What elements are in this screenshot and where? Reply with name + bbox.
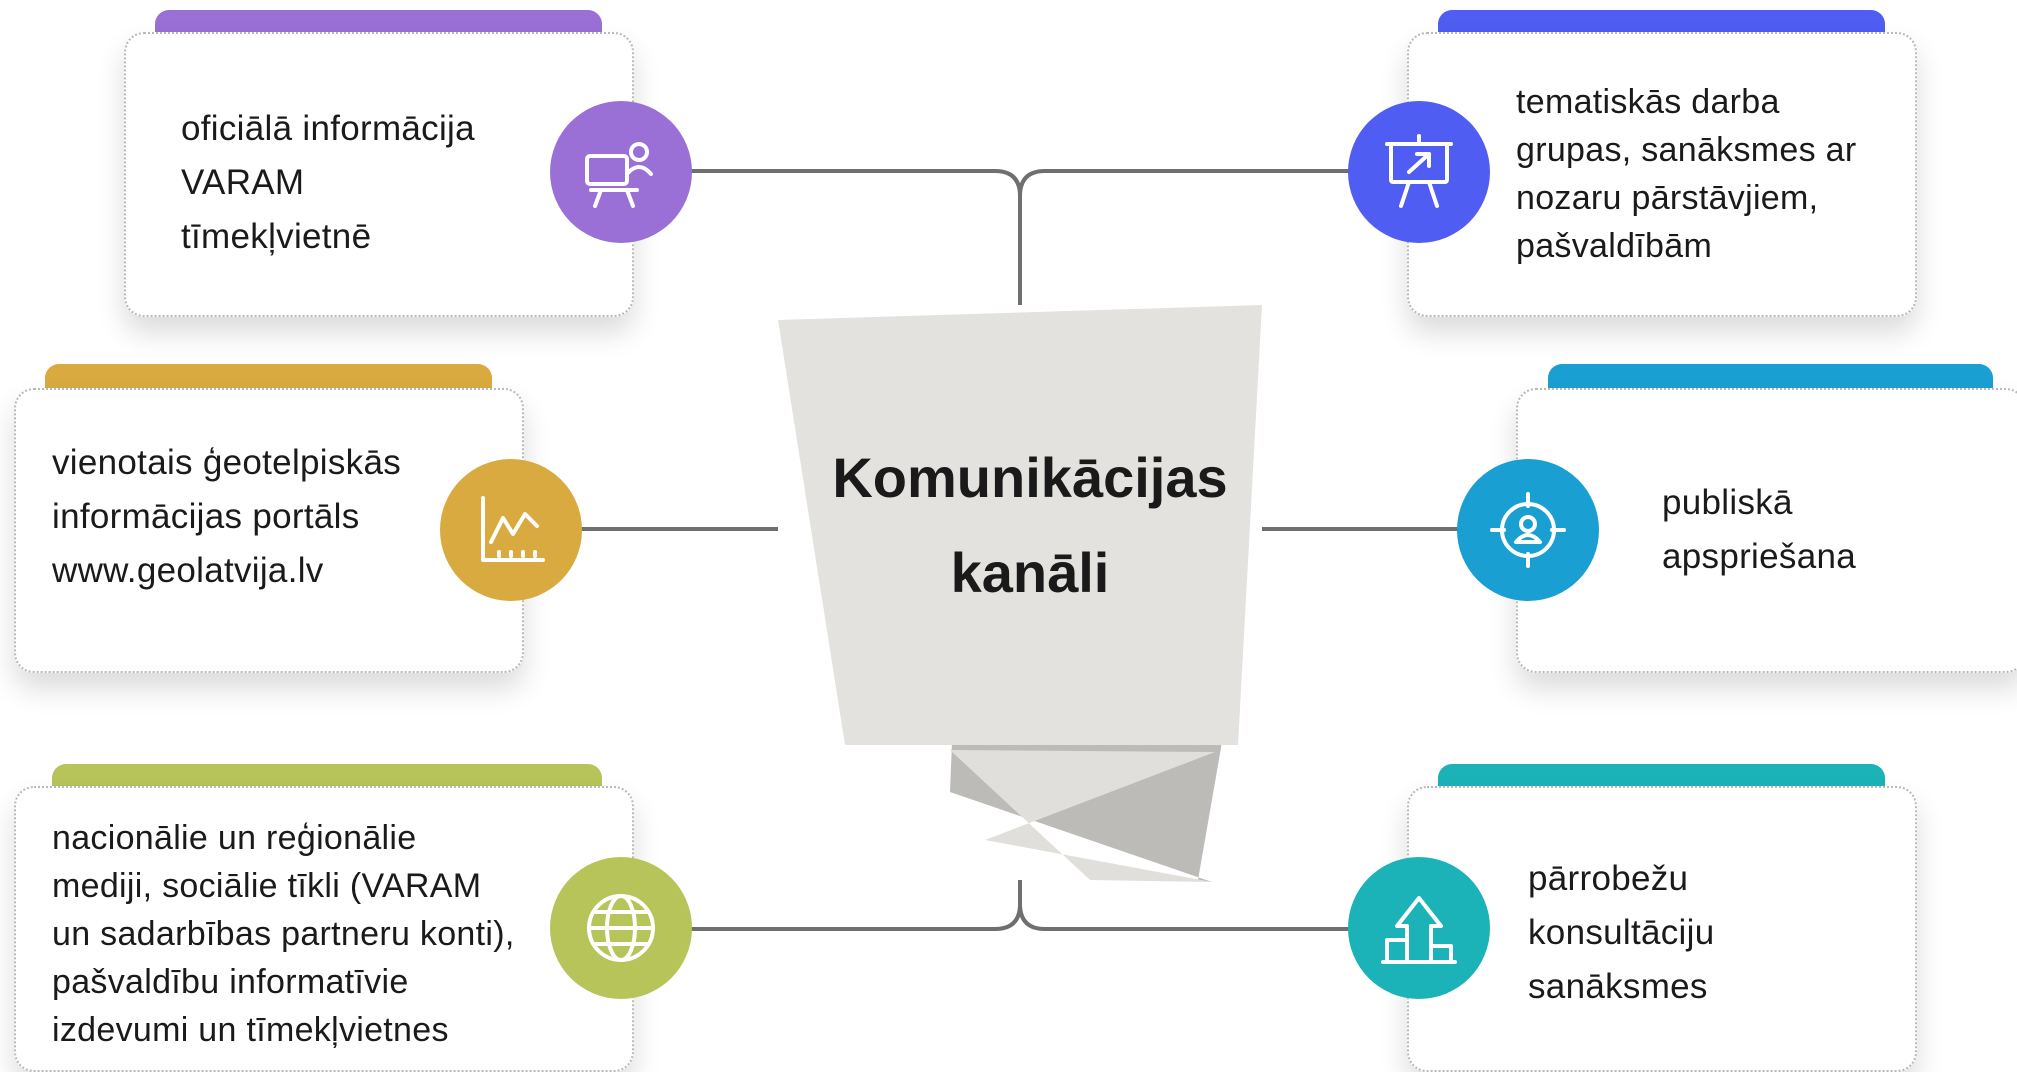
presenter-person-icon — [585, 142, 653, 208]
connector-bottom-right — [1018, 903, 1350, 931]
podium-arrow-icon — [1381, 896, 1457, 964]
channel-icon-circle — [440, 459, 582, 601]
channel-icon-circle — [550, 101, 692, 243]
center-title: Komunikācijas kanāli — [832, 446, 1228, 604]
presentation-board-icon — [1385, 134, 1453, 208]
channel-icon-circle — [550, 857, 692, 999]
channel-card-public-discussion: publiskā apspriešana — [1516, 388, 2017, 673]
channel-label: vienotais ģeotelpiskās informācijas port… — [52, 443, 402, 590]
channel-card-working-groups: tematiskās darba grupas, sanāksmes ar no… — [1407, 32, 1917, 317]
channel-label: nacionālie un reģionālie mediji, sociāli… — [52, 819, 515, 1049]
channel-card-crossborder: pārrobežu konsultāciju sanāksmes — [1407, 786, 1917, 1072]
channel-icon-circle — [1457, 459, 1599, 601]
globe-icon — [587, 894, 655, 962]
target-person-icon — [1490, 492, 1566, 568]
channel-label: pārrobežu konsultāciju sanāksmes — [1528, 859, 1715, 1006]
channel-label: publiskā apspriešana — [1662, 483, 1856, 576]
channel-icon-circle — [1348, 101, 1490, 243]
channel-icon-circle — [1348, 857, 1490, 999]
channel-label: oficiālā informācija VARAM tīmekļvietnē — [181, 109, 475, 256]
channel-card-official-info: oficiālā informācija VARAM tīmekļvietnē — [124, 32, 634, 317]
connector-top-right — [1018, 169, 1350, 197]
channel-label: tematiskās darba grupas, sanāksmes ar no… — [1516, 83, 1857, 265]
channel-card-geoportal: vienotais ģeotelpiskās informācijas port… — [14, 388, 524, 673]
line-chart-icon — [481, 496, 545, 562]
channel-card-media: nacionālie un reģionālie mediji, sociāli… — [14, 786, 634, 1072]
